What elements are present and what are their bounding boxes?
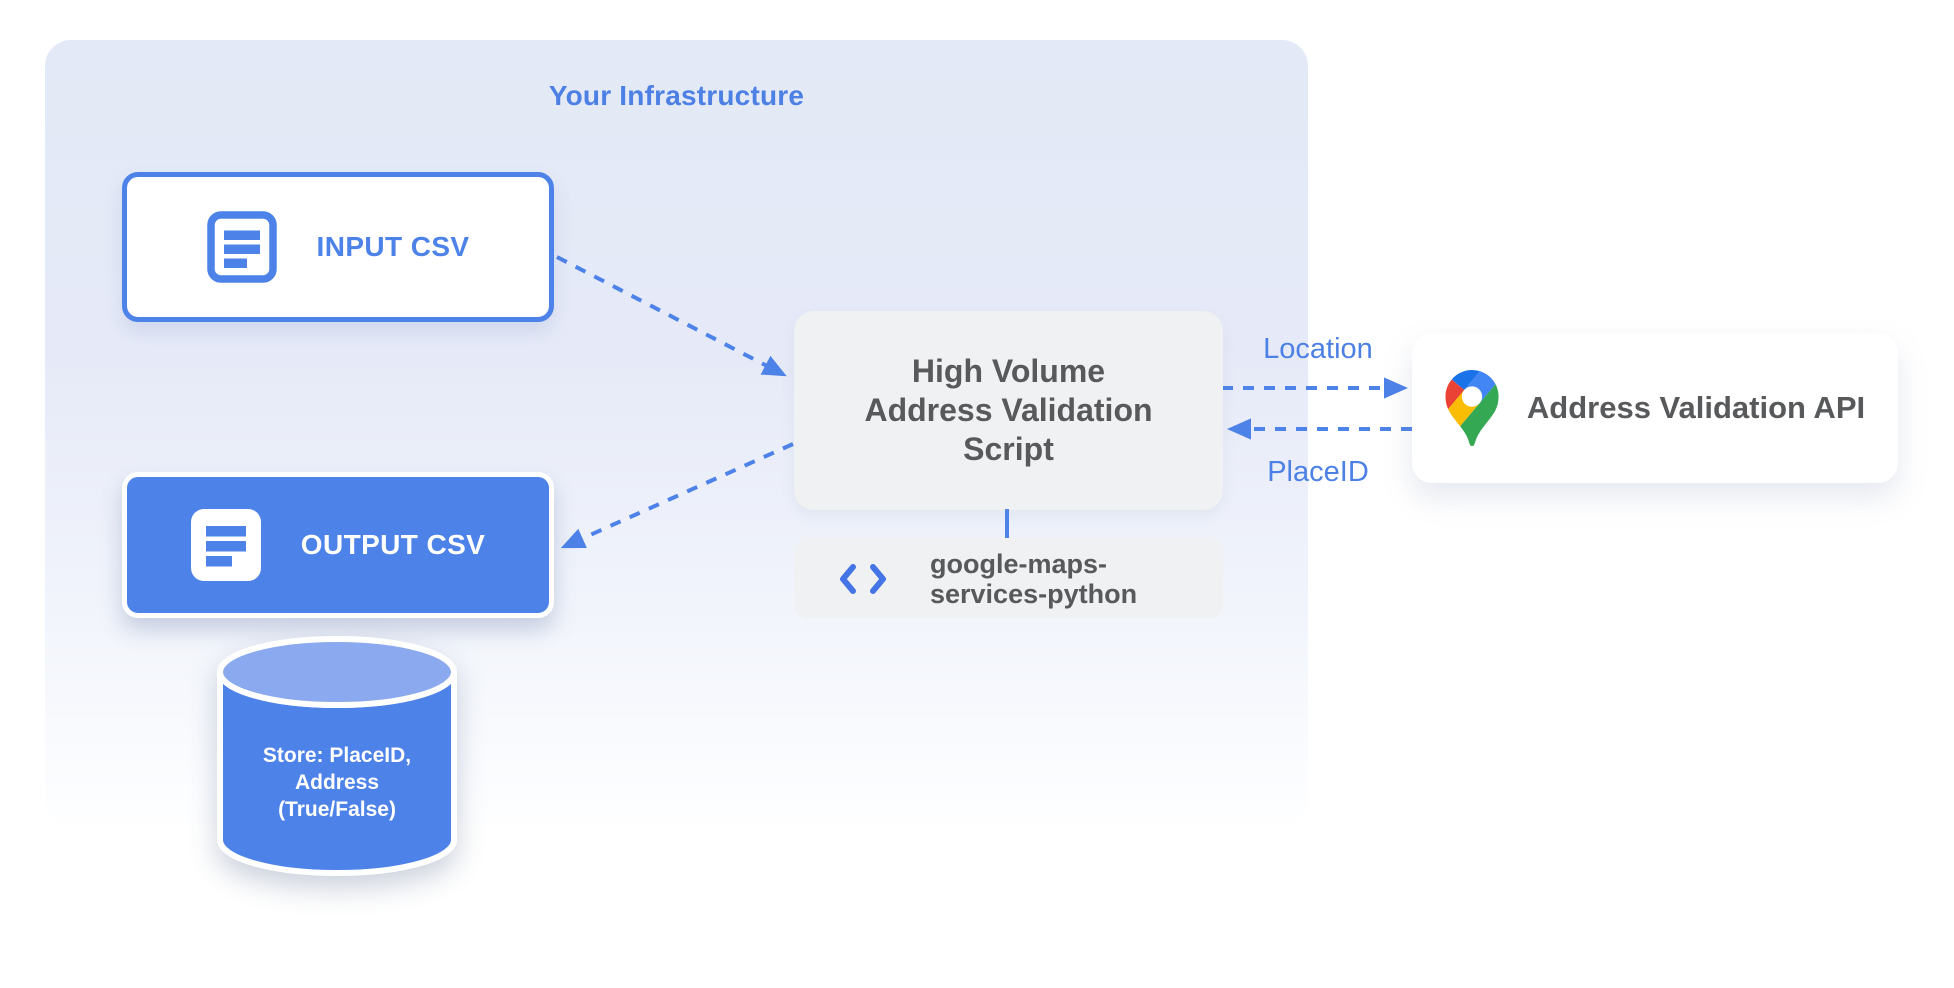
datastore-line: Address <box>294 771 380 794</box>
library-label: google-maps- services-python <box>930 549 1137 609</box>
library-line: google-maps- <box>930 548 1108 579</box>
library-node: google-maps- services-python <box>794 538 1223 619</box>
output-csv-node: OUTPUT CSV <box>122 472 554 618</box>
input-csv-node: INPUT CSV <box>122 172 554 322</box>
code-icon <box>840 563 886 594</box>
infrastructure-title: Your Infrastructure <box>548 80 805 111</box>
script-line: Address Validation <box>864 392 1153 428</box>
library-line: services-python <box>930 578 1138 609</box>
database-cylinder-icon <box>217 636 457 876</box>
script-node: High Volume Address Validation Script <box>794 311 1223 510</box>
input-csv-label: INPUT CSV <box>316 231 470 262</box>
script-line: High Volume <box>911 353 1106 389</box>
api-node: Address Validation API <box>1412 333 1898 483</box>
api-label: Address Validation API <box>1526 390 1866 425</box>
datastore-node: Store: PlaceID, Address (True/False) <box>211 742 463 823</box>
location-edge-label: Location <box>1263 333 1373 365</box>
output-csv-label: OUTPUT CSV <box>300 529 486 560</box>
document-icon <box>206 211 277 283</box>
script-line: Script <box>963 431 1054 467</box>
script-library-connector <box>1005 509 1009 539</box>
datastore-line: Store: PlaceID, <box>262 744 412 767</box>
google-maps-pin-icon <box>1445 370 1499 446</box>
document-icon <box>190 509 261 581</box>
datastore-line: (True/False) <box>278 798 396 821</box>
placeid-edge-label: PlaceID <box>1267 456 1369 488</box>
